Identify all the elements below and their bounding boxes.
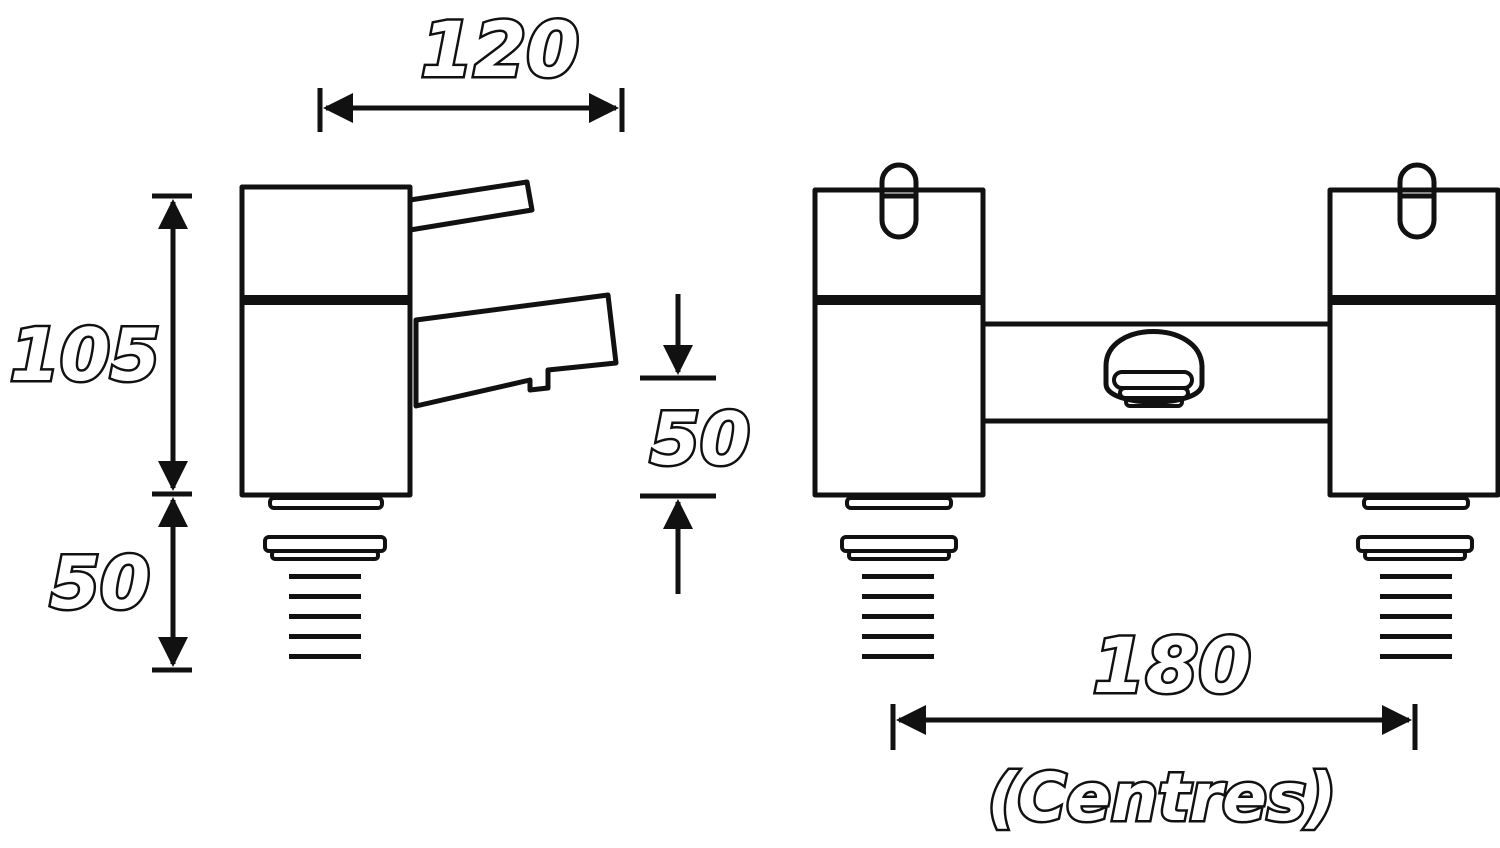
- dim-50-thread-label: 50: [50, 541, 150, 625]
- dim-105: 105: [7, 193, 192, 497]
- dim-105-label: 105: [10, 313, 160, 397]
- front-right-band: [1330, 295, 1498, 305]
- dim-120: 120: [317, 3, 625, 132]
- side-washer-large-inner: [270, 549, 380, 561]
- front-left-thread: [862, 574, 934, 659]
- front-left-body: [812, 187, 986, 498]
- dim-180-label: 180: [1093, 621, 1252, 710]
- front-left-lever-knob: [879, 162, 919, 240]
- side-washer-large: [263, 535, 387, 553]
- dim-180: 180 (Centres): [890, 619, 1418, 839]
- dim-50-spout: 50: [640, 294, 753, 594]
- side-lever: [407, 179, 535, 233]
- dim-50-spout-label: 50: [650, 397, 750, 481]
- front-right-thread: [1380, 574, 1452, 659]
- dim-50-thread: 50: [47, 497, 192, 673]
- side-thread: [289, 574, 361, 659]
- front-right-lever-knob: [1397, 162, 1437, 240]
- front-right-body: [1327, 187, 1500, 498]
- side-spout: [413, 292, 619, 409]
- front-view: [812, 162, 1500, 659]
- dim-120-label: 120: [421, 5, 580, 94]
- front-left-band: [815, 295, 983, 305]
- side-washer-top: [268, 496, 384, 510]
- side-body-band: [242, 295, 410, 305]
- side-body: [239, 184, 413, 498]
- dim-centres-label: (Centres): [988, 759, 1337, 836]
- side-view: [239, 179, 619, 659]
